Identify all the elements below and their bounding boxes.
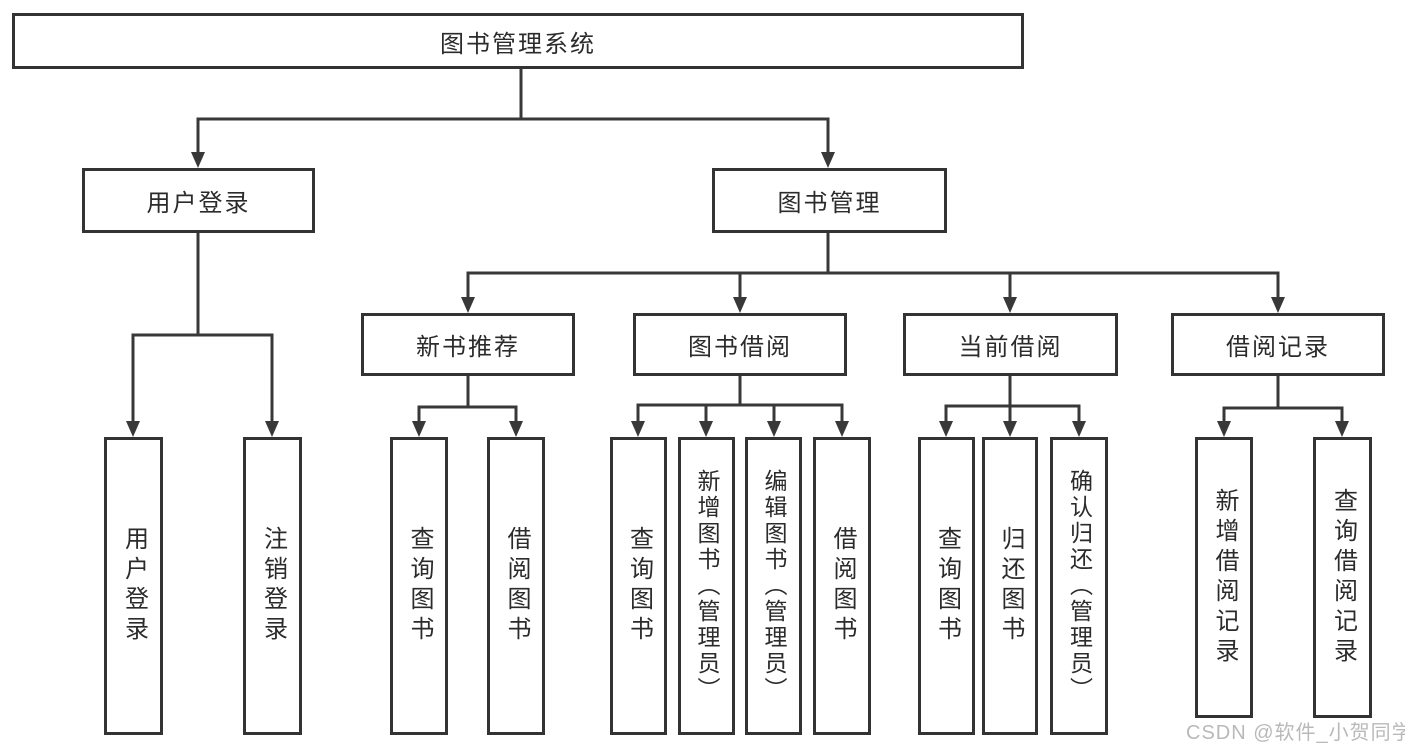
leaf-borrow-add-books-admin-label: 新增图书（管理员） [694, 469, 720, 703]
leaf-current-query-books-label: 查询图书 [933, 526, 961, 646]
leaf-borrow-borrow-books: 借阅图书 [813, 437, 871, 735]
edge-user-login-leaves [126, 231, 279, 437]
leaf-record-add-record: 新增借阅记录 [1195, 437, 1253, 718]
leaf-user-login-label: 用户登录 [120, 526, 148, 646]
node-book-borrow: 图书借阅 [633, 313, 847, 376]
arrowhead-icon [191, 152, 205, 168]
node-new-book-recommend-label: 新书推荐 [416, 334, 520, 361]
edge-borrow-leaves [631, 374, 849, 437]
arrowhead-icon [821, 152, 835, 168]
leaf-record-query-record-label: 查询借阅记录 [1329, 487, 1357, 668]
leaf-borrow-edit-books-admin: 编辑图书（管理员） [745, 437, 802, 735]
arrowhead-icon [1217, 421, 1231, 437]
leaf-current-confirm-return-admin: 确认归还（管理员） [1050, 437, 1108, 735]
arrowhead-icon [461, 297, 475, 313]
arrowhead-icon [767, 421, 781, 437]
arrowhead-icon [939, 421, 953, 437]
leaf-newbook-borrow-books: 借阅图书 [487, 437, 545, 735]
arrowhead-icon [1271, 297, 1285, 313]
node-new-book-recommend: 新书推荐 [361, 313, 575, 376]
edge-new-book-leaves [412, 374, 523, 437]
arrowhead-icon [412, 421, 426, 437]
leaf-newbook-query-books-label: 查询图书 [406, 526, 433, 646]
arrowhead-icon [1003, 421, 1017, 437]
edge-root-to-level2 [191, 67, 835, 168]
leaf-current-return-books-label: 归还图书 [997, 526, 1024, 646]
node-book-management: 图书管理 [712, 168, 947, 233]
edge-record-leaves [1217, 374, 1349, 437]
leaf-borrow-borrow-books-label: 借阅图书 [829, 526, 856, 646]
node-book-borrow-label: 图书借阅 [688, 334, 792, 361]
leaf-user-login: 用户登录 [104, 437, 163, 735]
node-root-label: 图书管理系统 [440, 30, 596, 58]
leaf-current-confirm-return-admin-label: 确认归还（管理员） [1066, 469, 1093, 703]
edge-current-leaves [939, 374, 1086, 437]
leaf-current-return-books: 归还图书 [982, 437, 1038, 735]
node-current-borrow-label: 当前借阅 [958, 334, 1063, 361]
leaf-newbook-borrow-books-label: 借阅图书 [503, 526, 530, 646]
leaf-borrow-edit-books-admin-label: 编辑图书（管理员） [761, 469, 787, 703]
arrowhead-icon [265, 421, 279, 437]
leaf-logout-label: 注销登录 [259, 526, 287, 646]
leaf-record-add-record-label: 新增借阅记录 [1211, 487, 1238, 668]
arrowhead-icon [1003, 297, 1017, 313]
leaf-logout: 注销登录 [243, 437, 302, 735]
node-borrow-record: 借阅记录 [1171, 313, 1385, 376]
leaf-record-query-record: 查询借阅记录 [1313, 437, 1372, 718]
arrowhead-icon [1335, 421, 1349, 437]
node-root: 图书管理系统 [12, 13, 1024, 69]
arrowhead-icon [699, 421, 713, 437]
arrowhead-icon [631, 421, 645, 437]
leaf-newbook-query-books: 查询图书 [390, 437, 448, 735]
leaf-borrow-query-books: 查询图书 [610, 437, 667, 735]
node-user-login-label: 用户登录 [146, 190, 251, 217]
node-current-borrow: 当前借阅 [903, 313, 1118, 376]
node-book-management-label: 图书管理 [777, 190, 882, 217]
arrowhead-icon [733, 297, 747, 313]
csdn-watermark: CSDN @软件_小贺同学 [1186, 722, 1405, 744]
leaf-current-query-books: 查询图书 [918, 437, 975, 735]
leaf-borrow-add-books-admin: 新增图书（管理员） [678, 437, 735, 735]
node-borrow-record-label: 借阅记录 [1226, 334, 1330, 361]
leaf-borrow-query-books-label: 查询图书 [625, 526, 653, 646]
arrowhead-icon [126, 421, 140, 437]
edge-mgmt-to-level3 [461, 231, 1285, 313]
arrowhead-icon [1072, 421, 1086, 437]
node-user-login: 用户登录 [82, 168, 315, 233]
arrowhead-icon [835, 421, 849, 437]
arrowhead-icon [509, 421, 523, 437]
